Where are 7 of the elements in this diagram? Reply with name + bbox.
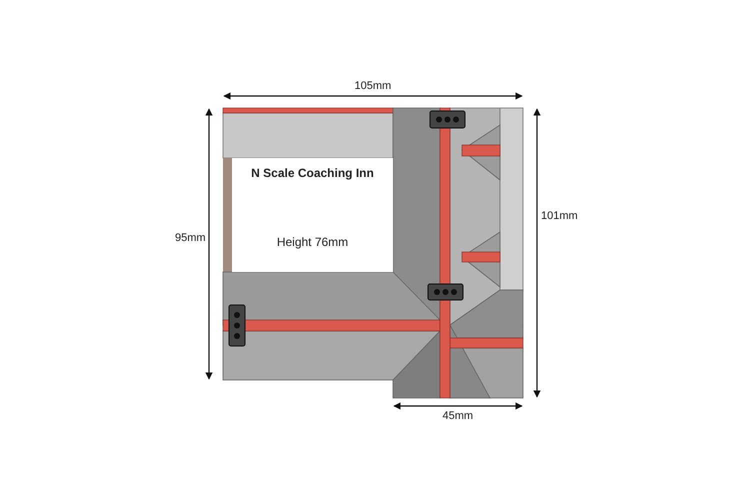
label-panel [232,158,393,272]
title-text: N Scale Coaching Inn [250,166,375,180]
dimension-label: 101mm [541,210,578,222]
dimension-label: 45mm [442,410,474,422]
dimension-label: 105mm [354,80,392,92]
height-text: Height 76mm [276,235,350,249]
dimension-label: 95mm [175,232,206,244]
